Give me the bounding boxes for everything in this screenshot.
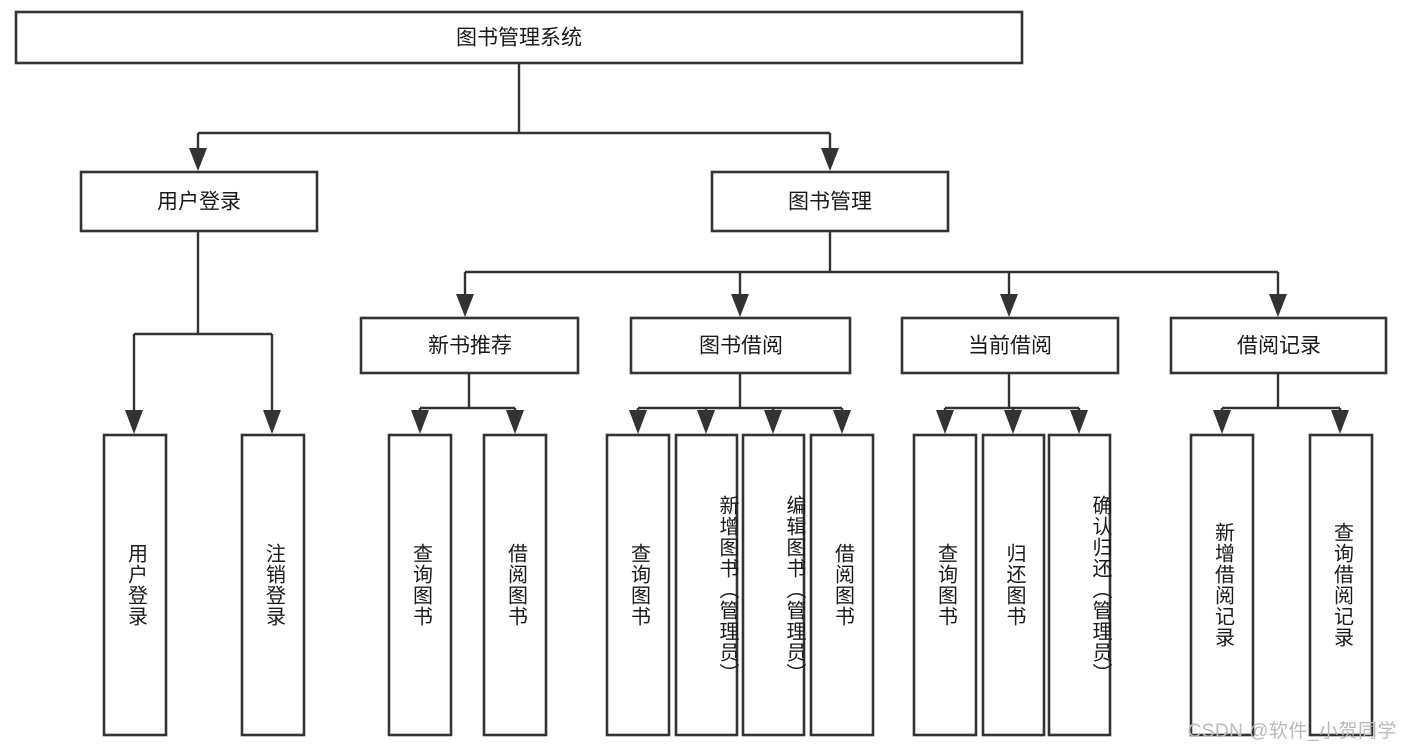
arrow-to-book-manage (821, 148, 839, 171)
arrow-to-leaf-query-book-3 (936, 410, 954, 434)
arrow-to-leaf-query-book-2 (629, 410, 647, 434)
arrow-to-user-login (189, 148, 207, 171)
node-box-leaf-user-login[interactable] (102, 433, 168, 737)
arrow-to-current-borrow (1000, 294, 1018, 317)
arrow-to-leaf-confirm-return (1070, 410, 1088, 434)
arrow-to-leaf-return-book (1004, 410, 1022, 434)
edge-group-borrow-record (1213, 373, 1349, 434)
node-boxes (14, 10, 1388, 737)
node-box-leaf-confirm-return[interactable] (1047, 433, 1112, 737)
node-box-book-manage[interactable] (710, 170, 950, 233)
node-box-borrow-record[interactable] (1169, 316, 1388, 375)
node-box-leaf-add-record[interactable] (1189, 433, 1255, 737)
node-box-leaf-borrow-book-2[interactable] (809, 433, 875, 737)
watermark-text: CSDN @软件_小贺同学 (1187, 721, 1397, 742)
node-box-leaf-borrow-book-1[interactable] (482, 433, 548, 737)
node-box-current-borrow[interactable] (900, 316, 1120, 375)
label-new-book-rec: 新书推荐 (428, 335, 512, 358)
arrow-to-leaf-logout (263, 410, 281, 434)
node-box-leaf-query-book-1[interactable] (387, 433, 453, 737)
edge-group-root (189, 63, 839, 171)
arrow-to-leaf-edit-book (764, 410, 782, 434)
arrow-to-leaf-borrow-book-1 (506, 410, 524, 434)
label-borrow-record: 借阅记录 (1237, 335, 1321, 358)
edge-group-current-borrow (936, 373, 1088, 434)
node-box-leaf-logout[interactable] (240, 433, 306, 737)
arrow-to-book-borrow (731, 294, 749, 317)
edge-group-book-borrow (629, 373, 851, 434)
edge-group-book-manage (456, 231, 1287, 317)
arrow-to-leaf-add-book (697, 410, 715, 434)
edge-group-new-book-rec (411, 373, 524, 434)
node-box-root[interactable] (14, 10, 1024, 65)
node-box-book-borrow[interactable] (629, 316, 852, 375)
node-box-leaf-query-book-3[interactable] (912, 433, 978, 737)
node-labels-horizontal: 图书管理系统 用户登录 图书管理 新书推荐 图书借阅 当前借阅 借阅记录 (157, 27, 1321, 358)
label-book-manage: 图书管理 (788, 191, 872, 214)
node-box-leaf-return-book[interactable] (981, 433, 1046, 737)
label-root: 图书管理系统 (456, 27, 582, 50)
node-box-leaf-add-book[interactable] (674, 433, 739, 737)
node-box-user-login[interactable] (79, 170, 319, 233)
arrow-to-leaf-query-book-1 (411, 410, 429, 434)
label-current-borrow: 当前借阅 (968, 335, 1052, 358)
arrow-to-leaf-query-record (1331, 410, 1349, 434)
arrow-to-leaf-user-login (125, 410, 143, 434)
arrow-to-borrow-record (1269, 294, 1287, 317)
label-user-login: 用户登录 (157, 191, 241, 214)
arrow-to-new-book-rec (456, 294, 474, 317)
node-box-new-book-rec[interactable] (359, 316, 580, 375)
node-box-leaf-edit-book[interactable] (741, 433, 806, 737)
arrow-to-leaf-borrow-book-2 (833, 410, 851, 434)
arrow-to-leaf-add-record (1213, 410, 1231, 434)
edge-group-user-login (125, 231, 281, 434)
label-book-borrow: 图书借阅 (699, 335, 783, 358)
node-box-leaf-query-book-2[interactable] (605, 433, 671, 737)
node-box-leaf-query-record[interactable] (1308, 433, 1374, 737)
